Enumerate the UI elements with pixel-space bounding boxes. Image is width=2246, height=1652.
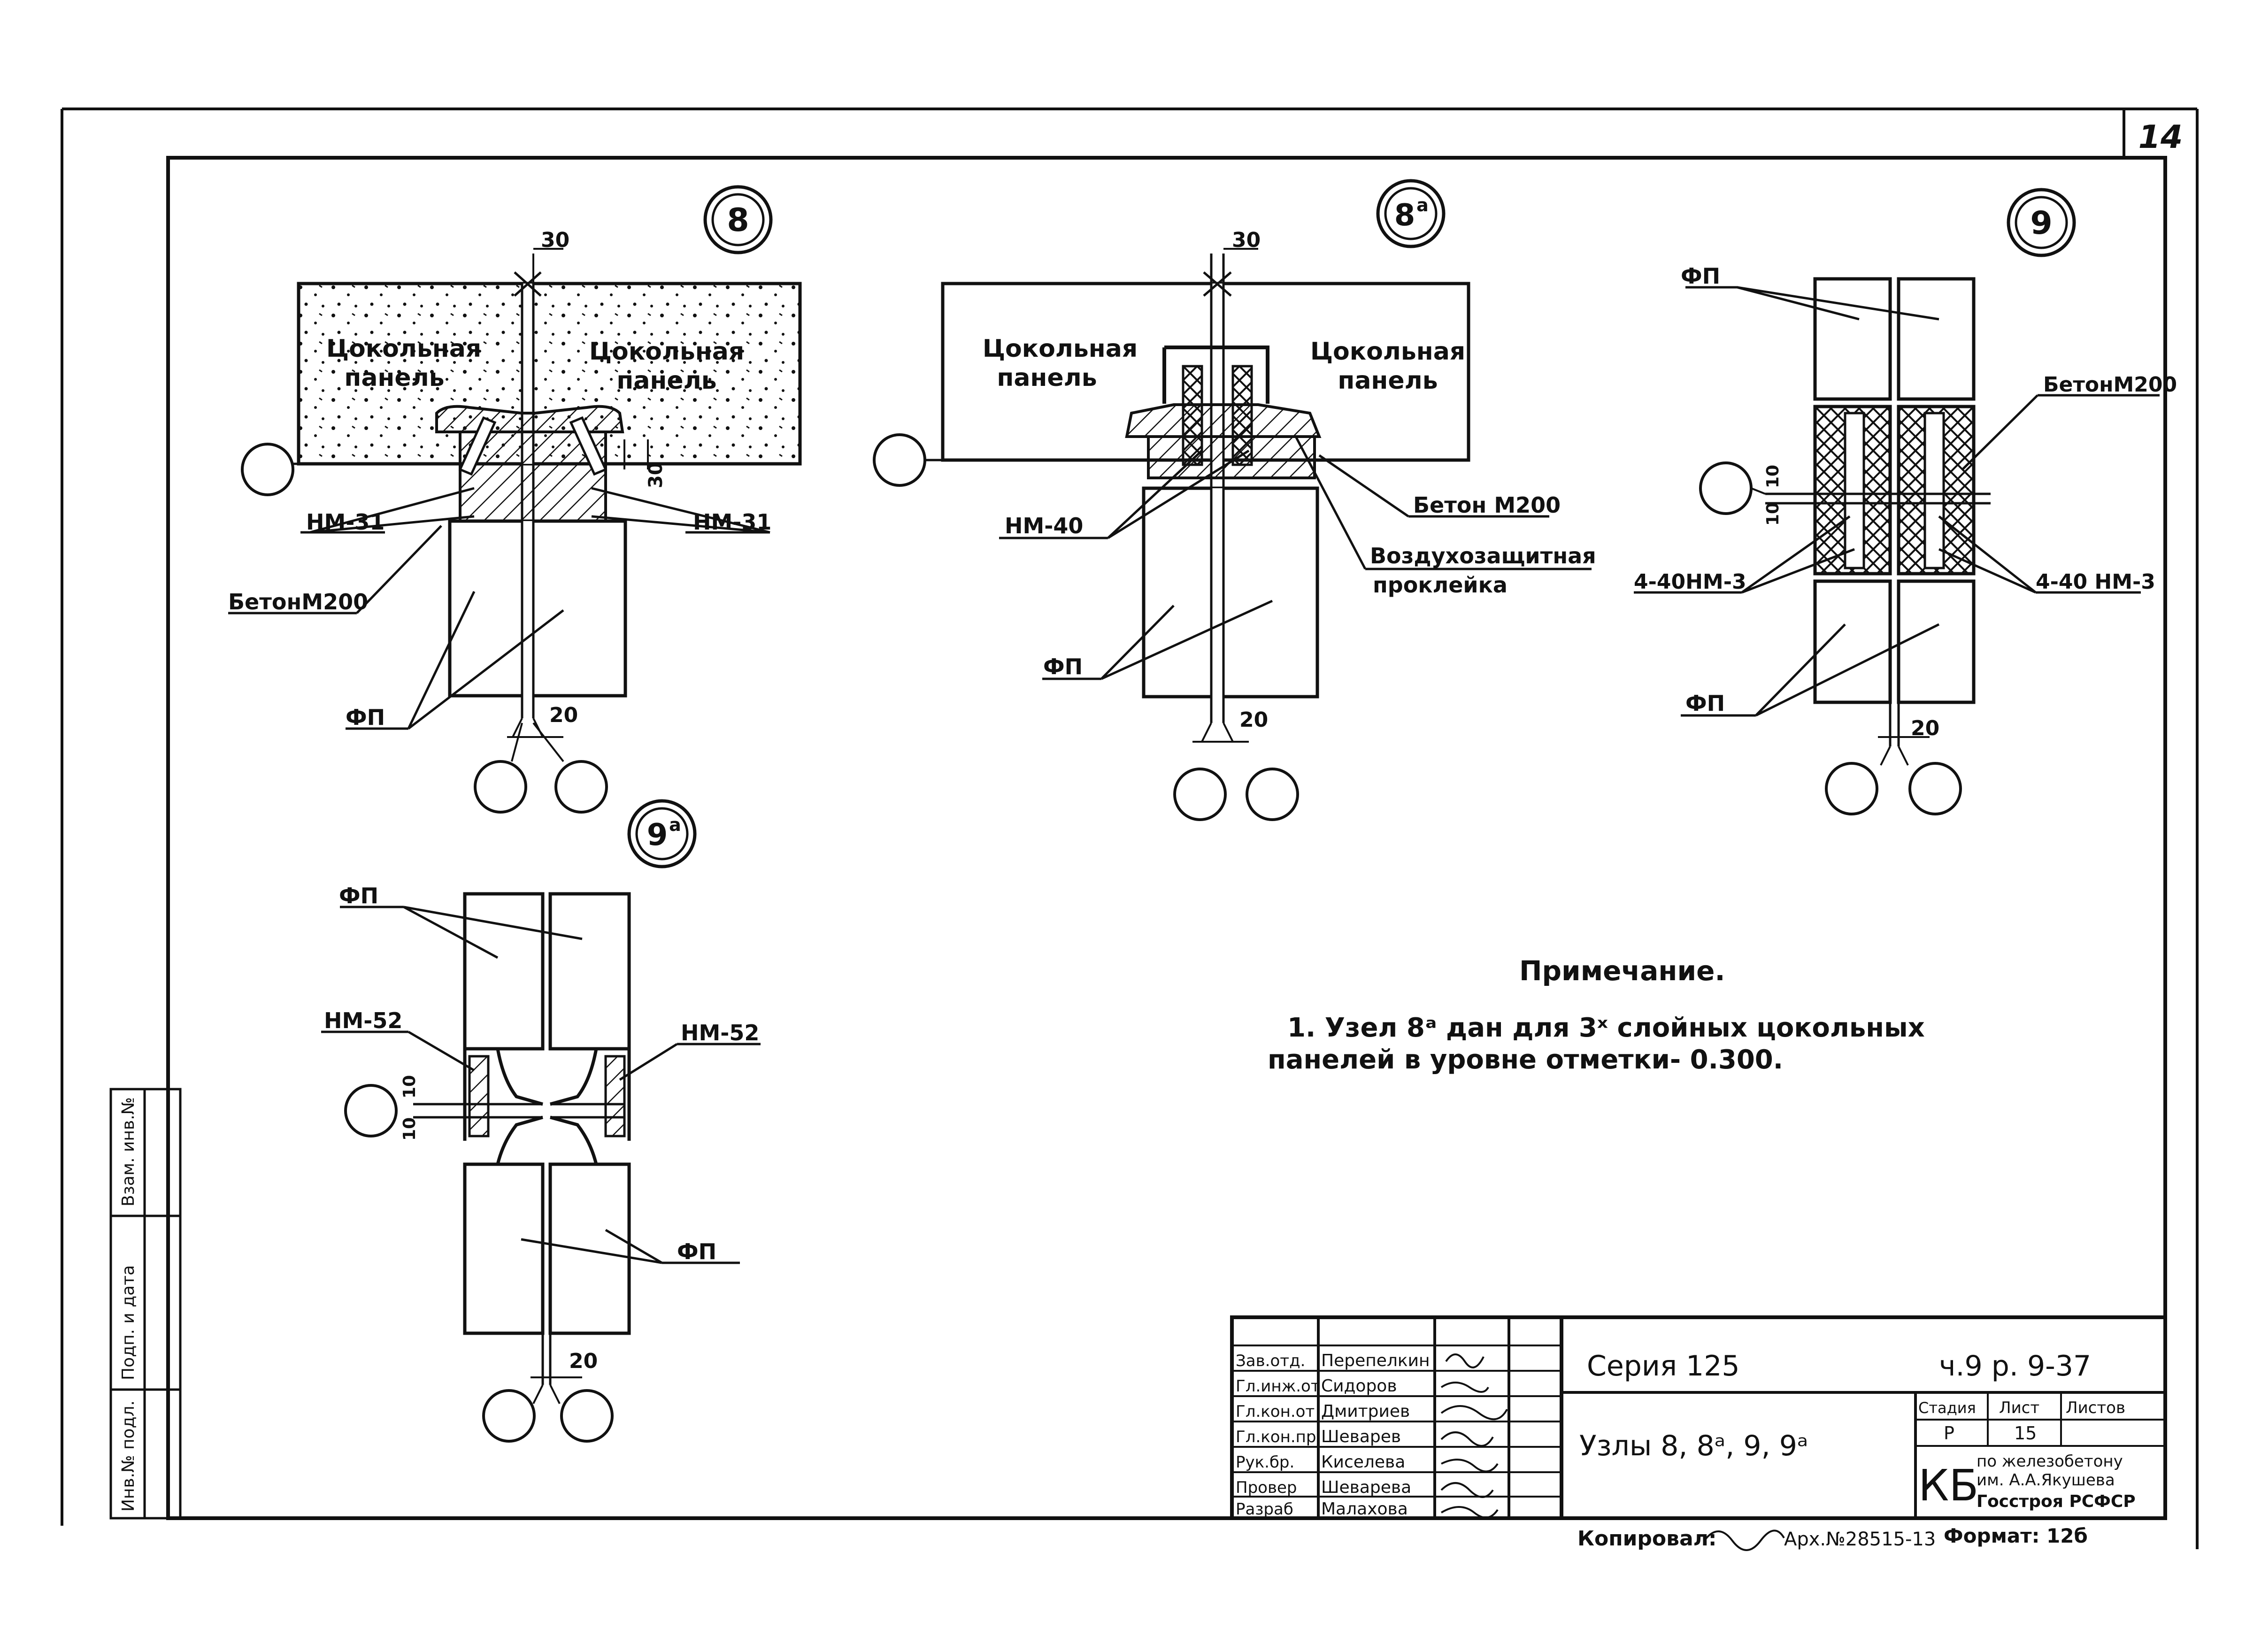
title-block-roles: Зав.отд. Гл.инж.от Гл.кон.от Гл.кон.пр Р…: [1236, 1352, 1320, 1519]
footer-archive: Арх.№28515-13: [1784, 1529, 1936, 1550]
node-9-fp-bottom: ФП: [1685, 691, 1725, 716]
tb-name-4: Шеварев: [1321, 1427, 1401, 1446]
title-block-names: Перепелкин Сидоров Дмитриев Шеварев Кисе…: [1321, 1351, 1430, 1519]
stamp-inv-label: Инв.№ подл.: [119, 1400, 138, 1512]
node-9a-id-sup: а: [669, 814, 681, 835]
node-8-dim-side: 30: [645, 462, 667, 488]
node-8-panel-right-1: Цокольная: [589, 338, 744, 366]
title-block: [1230, 1315, 2167, 1520]
signatures: [1440, 1353, 1508, 1519]
node-8: [228, 185, 802, 814]
node-8-panel-left-2: панель: [344, 364, 444, 392]
tb-name-3: Дмитриев: [1321, 1402, 1410, 1421]
tb-stage-label: Стадия: [1918, 1399, 1976, 1417]
node-9-tie-right: 4-40 НМ-3: [2036, 570, 2155, 594]
tb-role-5: Рук.бр.: [1236, 1453, 1294, 1472]
node-8a-id-sup: а: [1416, 195, 1429, 215]
node-8-concrete: БетонМ200: [228, 589, 368, 615]
node-9a-fp-top: ФП: [339, 883, 378, 908]
node-8-tie-left: НМ-31: [306, 509, 385, 535]
node-9-dim-b: 10: [1763, 502, 1783, 526]
node-8-id: 8: [727, 202, 749, 239]
stamp-sign-label: Подп. и дата: [119, 1265, 138, 1380]
node-8-tie-right: НМ-31: [693, 509, 771, 535]
footer-copied: Копировал:: [1577, 1527, 1717, 1551]
tb-org-line-3: Госстроя РСФСР: [1977, 1492, 2136, 1511]
tb-part: ч.9 р. 9-37: [1939, 1350, 2091, 1383]
node-9-tie-left: 4-40НМ-3: [1634, 570, 1746, 594]
node-8a-id: 8: [1394, 198, 1415, 233]
node-9a: [321, 799, 761, 1443]
node-8a: [873, 179, 1592, 821]
tb-name-6: Шеварева: [1321, 1478, 1411, 1497]
tb-name-5: Киселева: [1321, 1452, 1405, 1472]
node-9-fp-top: ФП: [1681, 263, 1720, 289]
node-9-dim-a: 10: [1763, 465, 1783, 488]
node-8-panel-left-1: Цокольная: [326, 335, 481, 363]
tb-series: Серия 125: [1587, 1350, 1740, 1383]
node-9a-dim-a: 10: [400, 1075, 419, 1099]
tb-role-7: Разраб: [1236, 1500, 1293, 1519]
node-9-concrete: БетонМ200: [2043, 373, 2177, 397]
tb-org-code: КБ: [1918, 1460, 1978, 1511]
copier-signature: [1703, 1529, 1785, 1551]
tb-name-7: Малахова: [1321, 1499, 1408, 1519]
tb-role-6: Провер: [1236, 1478, 1297, 1497]
node-9a-fp-bottom: ФП: [677, 1239, 716, 1264]
tb-name-1: Перепелкин: [1321, 1351, 1430, 1370]
tb-stage-value: Р: [1944, 1423, 1954, 1444]
node-8a-panel-left-2: панель: [997, 364, 1097, 392]
tb-name-2: Сидоров: [1321, 1376, 1397, 1396]
tb-role-4: Гл.кон.пр: [1236, 1428, 1316, 1446]
node-9: [1634, 188, 2160, 815]
footer-format: Формат: 12б: [1944, 1524, 2088, 1547]
node-9a-dim-b: 10: [400, 1117, 419, 1141]
stamp-replace-label: Взам. инв.№: [119, 1097, 138, 1206]
tb-sheets-label: Листов: [2066, 1398, 2125, 1417]
side-stamp: [109, 1088, 182, 1520]
node-8a-seal-2: проклейка: [1373, 572, 1508, 598]
node-9a-dim-bottom: 20: [569, 1349, 598, 1373]
node-9a-id: 9: [647, 818, 668, 853]
outer-frame: [61, 108, 2199, 1549]
node-9-id: 9: [2030, 205, 2052, 242]
tb-role-1: Зав.отд.: [1236, 1352, 1305, 1370]
tb-title: Узлы 8, 8ᵃ, 9, 9ᵃ: [1579, 1429, 1808, 1462]
node-8a-fp: ФП: [1043, 654, 1083, 679]
note-title: Примечание.: [1519, 955, 1725, 987]
tb-sheet-label: Лист: [1999, 1398, 2039, 1417]
tb-role-2: Гл.инж.от: [1236, 1377, 1320, 1396]
tb-sheet-value: 15: [2014, 1423, 2037, 1444]
node-8-fp: ФП: [346, 705, 385, 730]
node-8a-seal-1: Воздухозащитная: [1370, 543, 1596, 569]
node-8a-panel-right-1: Цокольная: [1310, 338, 1465, 366]
node-8a-concrete: Бетон М200: [1413, 492, 1561, 518]
node-8-panel-right-2: панель: [616, 367, 716, 395]
node-8-dim-top: 30: [541, 228, 569, 252]
node-8a-panel-right-2: панель: [1338, 367, 1438, 395]
node-8a-tie: НМ-40: [1005, 513, 1083, 538]
tb-org-line-1: по железобетону: [1977, 1452, 2123, 1471]
tb-org-line-2: им. А.А.Якушева: [1977, 1471, 2115, 1490]
sheet-number: 14: [2138, 119, 2183, 156]
note-line-2: панелей в уровне отметки- 0.300.: [1268, 1045, 1783, 1075]
tb-role-3: Гл.кон.от: [1236, 1402, 1315, 1421]
node-8a-panel-left-1: Цокольная: [983, 335, 1138, 363]
note-line-1: 1. Узел 8ᵃ дан для 3ˣ слойных цокольных: [1287, 1013, 1925, 1043]
node-8-dim-bottom: 20: [549, 703, 578, 727]
node-9a-tie-right: НМ-52: [681, 1020, 759, 1045]
node-9a-tie-left: НМ-52: [324, 1008, 402, 1033]
node-8a-dim-bottom: 20: [1239, 708, 1268, 732]
node-9-dim-bottom: 20: [1911, 716, 1939, 740]
node-8a-dim-top: 30: [1232, 228, 1261, 252]
